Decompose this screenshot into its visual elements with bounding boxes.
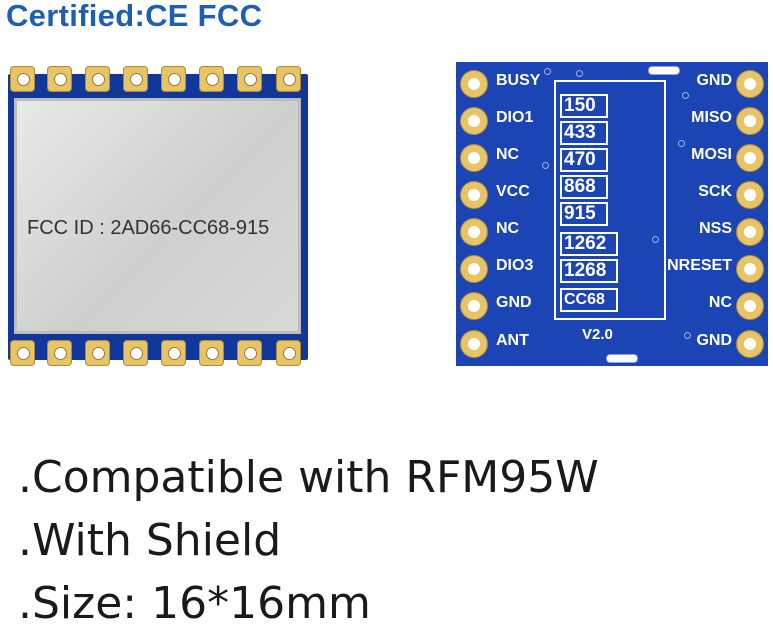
pin-label-sck: SCK [698,183,732,200]
edge-pad-icon [736,107,764,135]
bottom-pad-row [8,340,308,368]
edge-pad-icon [460,255,488,283]
solder-pad-icon [199,66,224,92]
frequency-cell-1262: 1262 [560,232,618,256]
frequency-cell-470: 470 [560,148,608,172]
feature-list: .Compatible with RFM95W .With Shield .Si… [18,446,599,635]
pin-label-nc: NC [496,146,520,163]
board-slot [648,66,680,75]
module-back-image: BUSY DIO1 NC VCC NC DIO3 GND ANT GND MIS… [456,62,768,366]
pin-label-nss: NSS [699,220,732,237]
edge-pad-icon [736,218,764,246]
solder-pad-icon [123,66,148,92]
solder-pad-icon [85,340,110,366]
solder-pad-icon [237,66,262,92]
edge-pad-icon [736,70,764,98]
via-icon [542,162,549,169]
pcb-board-back [456,62,768,366]
edge-pad-icon [460,292,488,320]
pin-label-nc-right: NC [708,294,732,311]
feature-compatibility: .Compatible with RFM95W [18,452,599,503]
pin-label-miso: MISO [691,109,732,126]
via-icon [544,68,551,75]
edge-pad-icon [460,330,488,358]
edge-pad-icon [736,255,764,283]
pin-label-mosi: MOSI [691,146,732,163]
metal-shield: FCC ID : 2AD66-CC68-915 [14,98,301,334]
solder-pad-icon [199,340,224,366]
top-pad-row [8,66,308,94]
edge-pad-icon [736,292,764,320]
frequency-cell-433: 433 [560,121,608,145]
solder-pad-icon [237,340,262,366]
pin-label-nc-2: NC [496,220,520,237]
edge-pad-icon [460,107,488,135]
solder-pad-icon [10,66,35,92]
pin-label-gnd: GND [496,294,532,311]
edge-pad-icon [460,218,488,246]
pin-label-gnd-right-2: GND [696,332,732,349]
fcc-id-label: FCC ID : 2AD66-CC68-915 [27,217,270,239]
frequency-cell-915: 915 [560,202,608,226]
via-icon [678,140,685,147]
edge-pad-icon [736,144,764,172]
edge-pad-icon [460,70,488,98]
edge-pad-icon [736,181,764,209]
solder-pad-icon [161,66,186,92]
solder-pad-icon [47,66,72,92]
pin-label-ant: ANT [496,332,529,349]
via-icon [682,92,689,99]
certification-heading: Certified:CE FCC [6,0,263,33]
edge-pad-icon [460,181,488,209]
solder-pad-icon [123,340,148,366]
module-front-image: FCC ID : 2AD66-CC68-915 [8,66,308,368]
frequency-table: 150 433 470 868 915 1262 1268 CC68 [554,80,666,320]
board-version: V2.0 [582,326,613,343]
edge-pad-icon [736,330,764,358]
solder-pad-icon [161,340,186,366]
solder-pad-icon [85,66,110,92]
via-icon [576,70,583,77]
pin-label-busy: BUSY [496,72,541,89]
frequency-cell-cc68: CC68 [560,288,618,312]
solder-pad-icon [10,340,35,366]
frequency-cell-1268: 1268 [560,259,618,283]
solder-pad-icon [276,340,301,366]
feature-size: .Size: 16*16mm [18,578,371,629]
solder-pad-icon [47,340,72,366]
pin-label-dio3: DIO3 [496,257,534,274]
pin-label-vcc: VCC [496,183,530,200]
frequency-cell-868: 868 [560,175,608,199]
pin-label-gnd-right: GND [696,72,732,89]
board-slot [606,354,638,363]
edge-pad-icon [460,144,488,172]
pin-label-nreset: NRESET [667,257,732,274]
via-icon [684,332,691,339]
frequency-cell-150: 150 [560,94,608,118]
solder-pad-icon [276,66,301,92]
pin-label-dio1: DIO1 [496,109,534,126]
feature-shield: .With Shield [18,515,282,566]
via-icon [652,236,659,243]
